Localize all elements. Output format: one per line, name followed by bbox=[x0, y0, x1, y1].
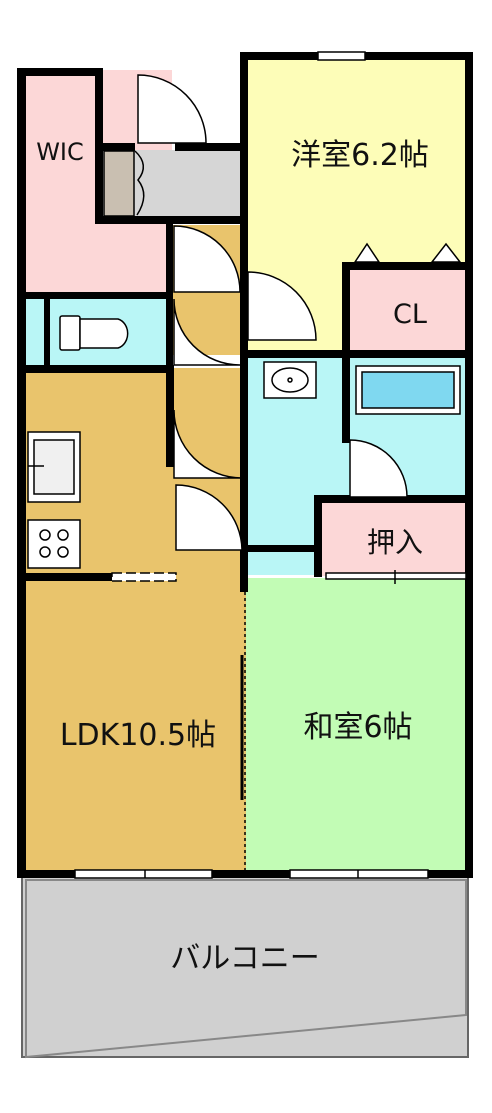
japanese-room-area bbox=[246, 578, 468, 878]
oshiire-label: 押入 bbox=[367, 526, 423, 559]
closet-area bbox=[346, 262, 468, 357]
folding-doors bbox=[103, 150, 145, 217]
japanese-room-label: 和室6帖 bbox=[303, 710, 412, 745]
bathtub-icon bbox=[355, 365, 461, 415]
windows bbox=[74, 51, 467, 879]
closet-doors bbox=[353, 242, 462, 263]
toilet-icon bbox=[59, 315, 129, 351]
stove-icon bbox=[27, 519, 81, 569]
balcony-label: バルコニー bbox=[170, 941, 319, 976]
western-room-label: 洋室6.2帖 bbox=[291, 138, 429, 173]
sink-icon bbox=[27, 431, 81, 503]
ldk-label: LDK10.5帖 bbox=[60, 718, 216, 753]
oshiire-area bbox=[318, 500, 468, 576]
door-swings bbox=[137, 74, 408, 551]
closet-label: CL bbox=[393, 299, 427, 330]
walls bbox=[17, 52, 473, 878]
wic-label: WIC bbox=[36, 138, 84, 166]
balcony-floor bbox=[25, 879, 467, 1059]
washbasin-icon bbox=[263, 361, 317, 399]
